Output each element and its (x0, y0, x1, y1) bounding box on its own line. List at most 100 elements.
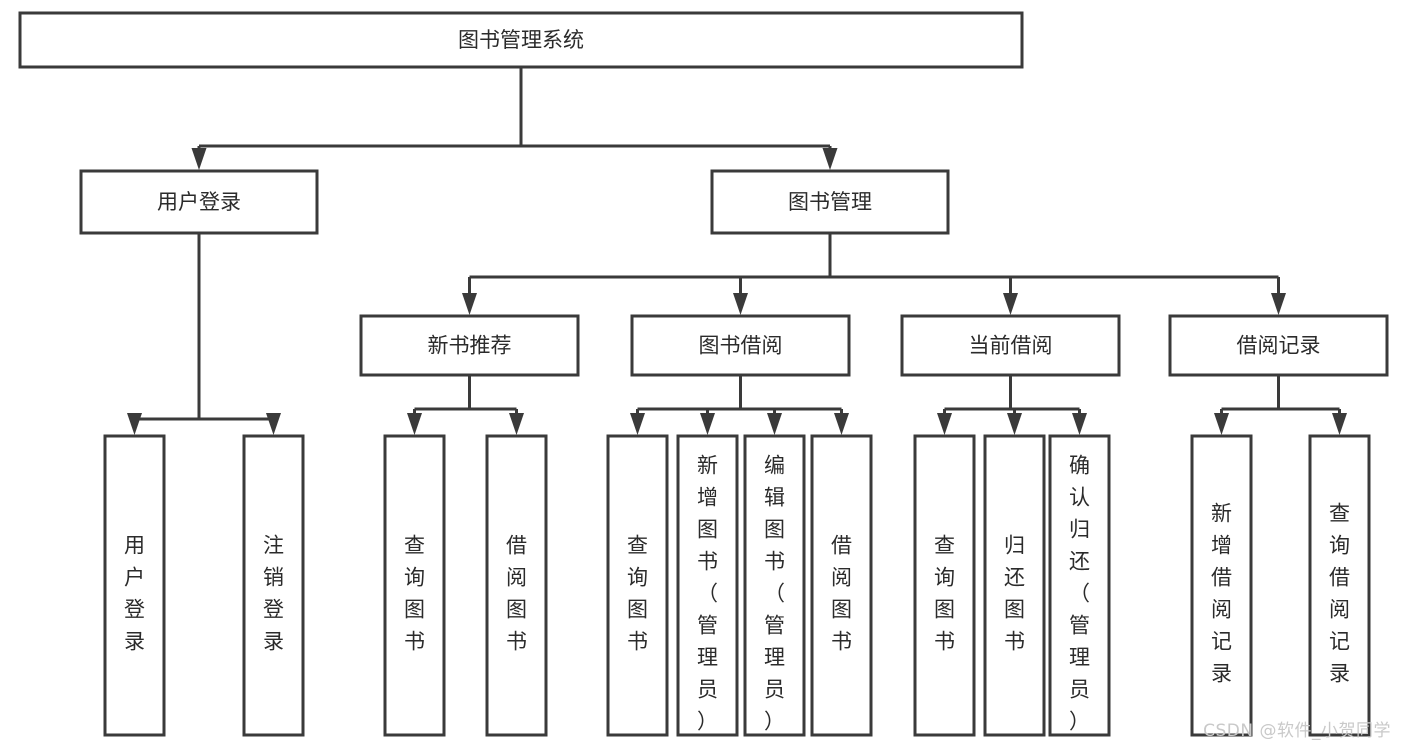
nodes-layer: 图书管理系统用户登录图书管理新书推荐图书借阅当前借阅借阅记录用户登录用户登录注销… (18, 11, 1389, 737)
node-label-char: 户 (124, 565, 145, 589)
node-label-char: 询 (1329, 533, 1350, 557)
node-leaf-leaf-query-book-c[interactable]: 查询图书查询图书 (913, 434, 976, 737)
node-label-char: 登 (263, 597, 284, 621)
node-label-char: ） (1069, 709, 1090, 733)
node-leaf-leaf-query-book-b[interactable]: 查询图书查询图书 (606, 434, 669, 737)
node-label-char: 归 (1004, 533, 1025, 557)
arrow-head-icon (127, 413, 142, 435)
node-level2-book-borrow[interactable]: 图书借阅 (630, 314, 851, 377)
node-label-char: 员 (1069, 677, 1090, 701)
node-box[interactable] (1168, 314, 1389, 377)
node-box[interactable] (743, 434, 806, 737)
node-label-char: 书 (831, 629, 852, 653)
node-label-char: 图 (831, 597, 852, 621)
node-label-char: （ (764, 581, 785, 605)
node-leaf-leaf-add-record[interactable]: 新增借阅记录新增借阅记录 (1190, 434, 1253, 737)
arrow-head-icon (266, 413, 281, 435)
node-level1-book-manage[interactable]: 图书管理 (710, 169, 950, 235)
node-box[interactable] (485, 434, 548, 737)
node-label-char: （ (697, 581, 718, 605)
node-label-char: 阅 (506, 565, 527, 589)
node-label: 当前借阅 (969, 334, 1053, 358)
node-label-char: 查 (934, 533, 955, 557)
node-leaf-leaf-return-book[interactable]: 归还图书归还图书 (983, 434, 1046, 737)
node-label-char: 辑 (764, 485, 785, 509)
node-label-char: 图 (627, 597, 648, 621)
arrow-head-icon (1332, 413, 1347, 435)
node-box[interactable] (913, 434, 976, 737)
node-label-char: 还 (1004, 565, 1025, 589)
arrow-head-icon (937, 413, 952, 435)
node-label-char: 录 (124, 629, 145, 653)
node-leaf-leaf-borrow-book-rec[interactable]: 借阅图书借阅图书 (485, 434, 548, 737)
node-leaf-leaf-query-book-rec[interactable]: 查询图书查询图书 (383, 434, 446, 737)
node-label-char: 理 (697, 645, 718, 669)
node-label-char: 用 (124, 533, 145, 557)
arrow-head-icon (1007, 413, 1022, 435)
node-label-char: 查 (404, 533, 425, 557)
node-box[interactable] (103, 434, 166, 737)
connectors-layer (127, 67, 1347, 435)
node-level1-user-login[interactable]: 用户登录 (79, 169, 319, 235)
node-level2-current-borrow[interactable]: 当前借阅 (900, 314, 1121, 377)
node-box[interactable] (630, 314, 851, 377)
node-level2-new-book-rec[interactable]: 新书推荐 (359, 314, 580, 377)
node-box[interactable] (242, 434, 305, 737)
node-label-char: 注 (263, 533, 284, 557)
node-box[interactable] (359, 314, 580, 377)
arrow-head-icon (462, 293, 477, 315)
node-box[interactable] (18, 11, 1024, 69)
node-box[interactable] (676, 434, 739, 737)
node-box[interactable] (710, 169, 950, 235)
node-label-char: 录 (1211, 661, 1232, 685)
node-leaf-leaf-user-login[interactable]: 用户登录用户登录 (103, 434, 166, 737)
node-label-char: 记 (1211, 629, 1232, 653)
node-leaf-leaf-logout[interactable]: 注销登录注销登录 (242, 434, 305, 737)
node-label: 图书管理 (788, 190, 872, 214)
arrow-head-icon (630, 413, 645, 435)
node-label-char: 图 (697, 517, 718, 541)
node-box[interactable] (606, 434, 669, 737)
node-box[interactable] (1308, 434, 1371, 737)
node-label-char: 还 (1069, 549, 1090, 573)
arrow-head-icon (1003, 293, 1018, 315)
node-label-char: 书 (764, 549, 785, 573)
arrow-head-icon (509, 413, 524, 435)
node-box[interactable] (1048, 434, 1111, 737)
node-label: 图书管理系统 (458, 28, 584, 52)
node-label-char: 记 (1329, 629, 1350, 653)
node-box[interactable] (79, 169, 319, 235)
node-box[interactable] (383, 434, 446, 737)
node-label-char: 书 (404, 629, 425, 653)
node-label-char: 图 (404, 597, 425, 621)
node-label-char: 理 (764, 645, 785, 669)
node-label-char: 新 (697, 453, 718, 477)
node-box[interactable] (810, 434, 873, 737)
node-label-char: 书 (627, 629, 648, 653)
node-level2-borrow-record[interactable]: 借阅记录 (1168, 314, 1389, 377)
node-label: 借阅记录 (1237, 334, 1321, 358)
node-label-char: 借 (1329, 565, 1350, 589)
node-root-图书管理系统[interactable]: 图书管理系统 (18, 11, 1024, 69)
node-label-char: 阅 (831, 565, 852, 589)
node-leaf-leaf-query-record[interactable]: 查询借阅记录查询借阅记录 (1308, 434, 1371, 737)
arrow-head-icon (1214, 413, 1229, 435)
node-label-char: 借 (831, 533, 852, 557)
node-label-char: 录 (1329, 661, 1350, 685)
node-label-char: （ (1069, 581, 1090, 605)
node-box[interactable] (983, 434, 1046, 737)
node-label-char: 管 (1069, 613, 1090, 637)
arrow-head-icon (1271, 293, 1286, 315)
node-box[interactable] (900, 314, 1121, 377)
node-leaf-leaf-borrow-book-b[interactable]: 借阅图书借阅图书 (810, 434, 873, 737)
node-label-char: 询 (627, 565, 648, 589)
node-label: 用户登录 (157, 190, 241, 214)
node-box[interactable] (1190, 434, 1253, 737)
arrow-head-icon (700, 413, 715, 435)
node-label-char: 书 (506, 629, 527, 653)
node-label-char: 确 (1069, 453, 1090, 477)
